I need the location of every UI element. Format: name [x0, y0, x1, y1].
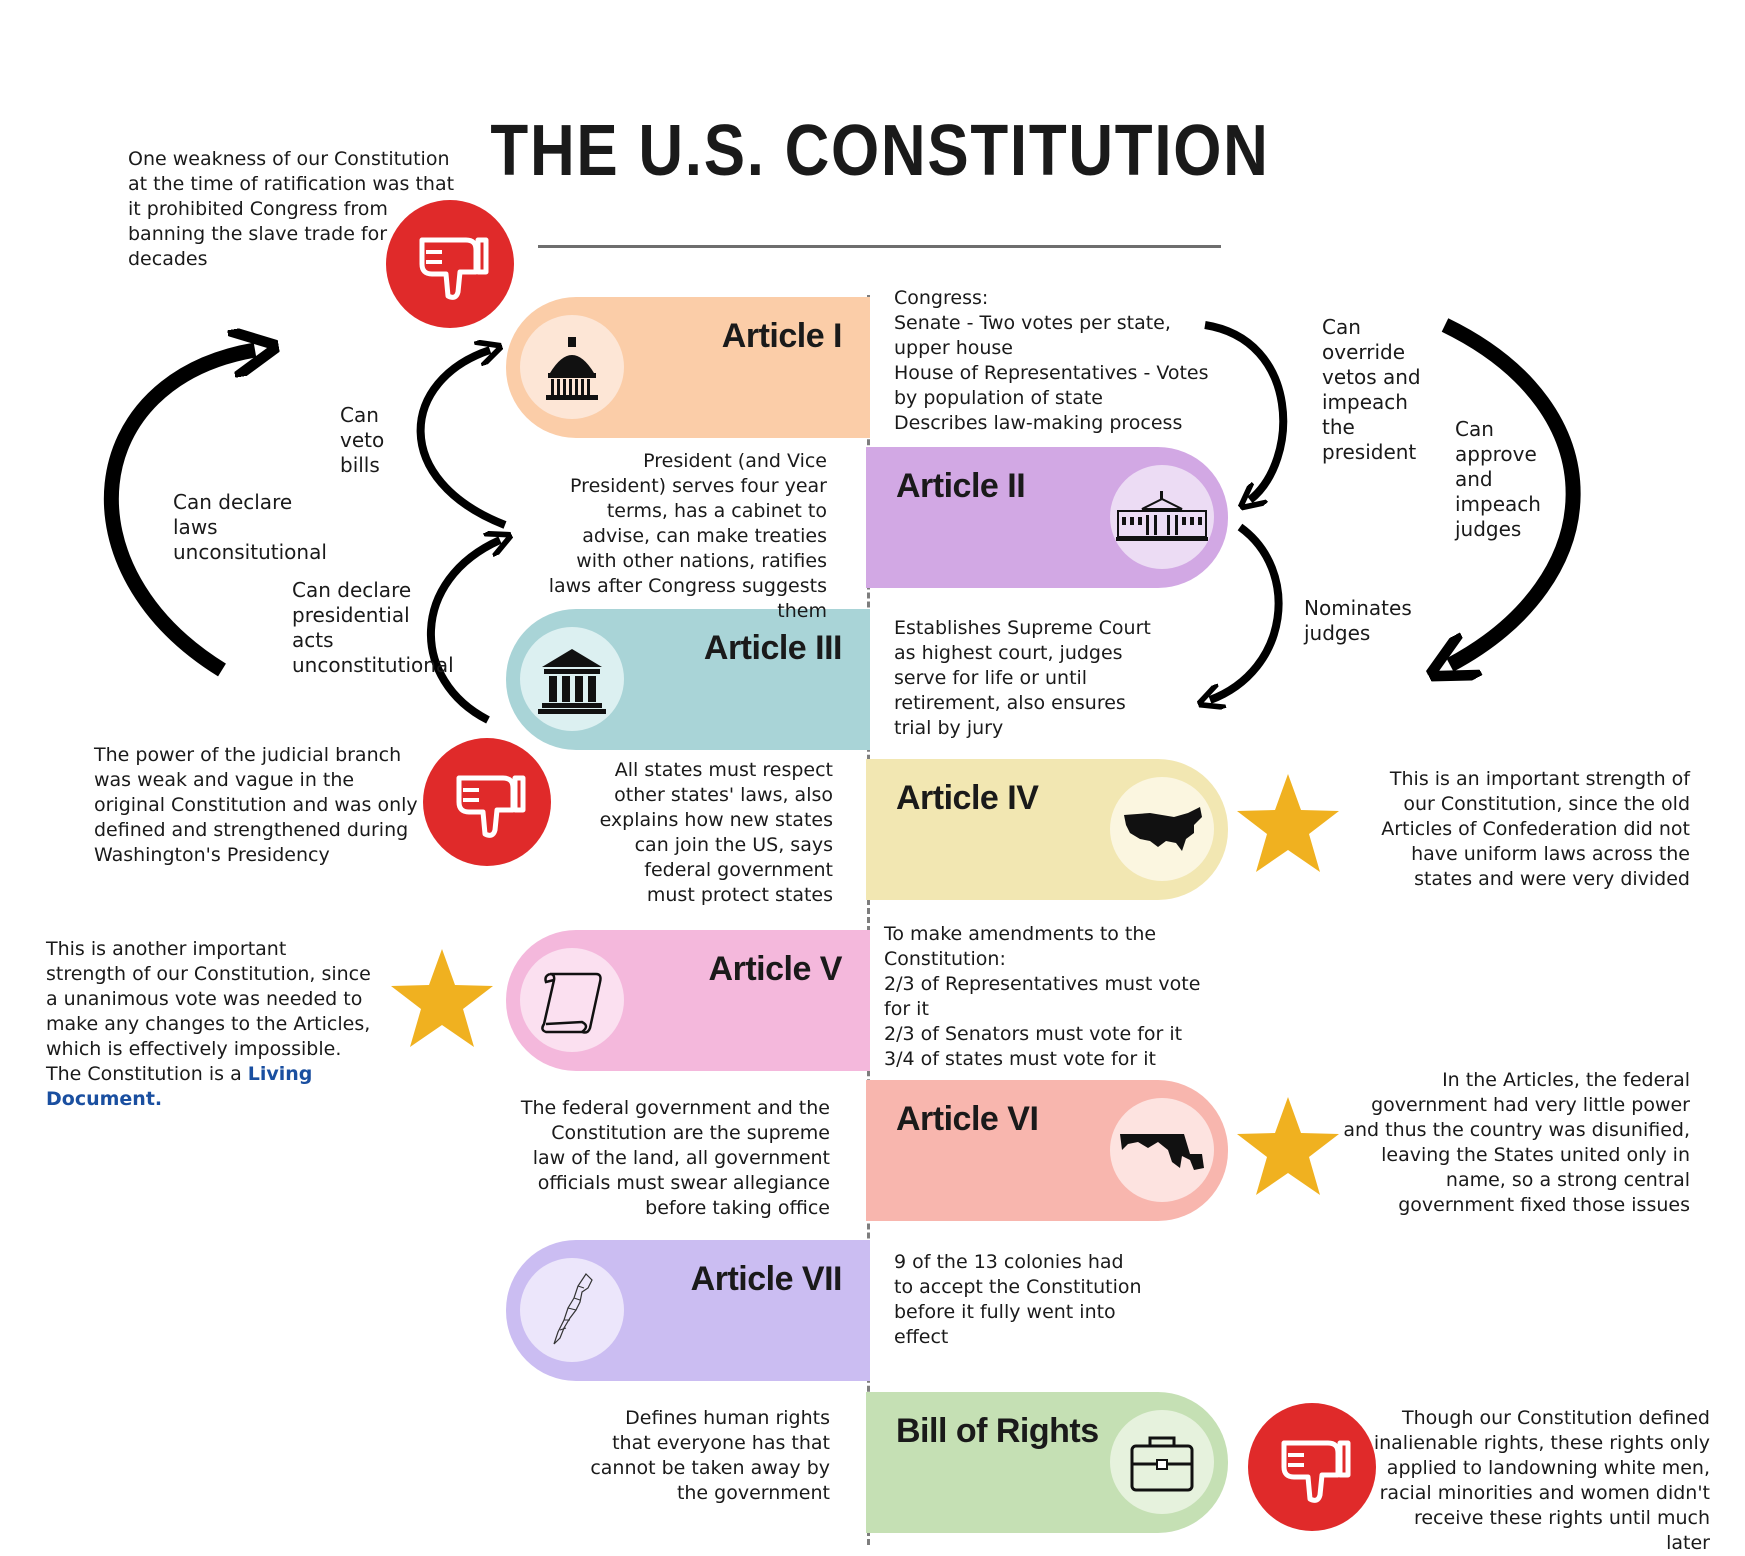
- article-2-description: President (and Vice President) serves fo…: [548, 450, 827, 622]
- bill-of-rights-name: Bill of Rights: [896, 1412, 1099, 1450]
- arrow-veto-bills: [416, 350, 507, 529]
- article-1-name: Article I: [721, 317, 843, 355]
- article-3-pill: Article III: [506, 609, 870, 750]
- label-declare-laws: Can declare laws unconsitutional: [173, 490, 327, 564]
- note-weakness-judicial: The power of the judicial branch was wea…: [94, 744, 418, 866]
- article-4-description: All states must respect other states' la…: [599, 759, 833, 906]
- article-4-name: Article IV: [896, 779, 1039, 817]
- white-house-icon: [1110, 465, 1214, 569]
- article-2-pill: Article II: [866, 447, 1228, 588]
- note-strength-uniform-laws: This is an important strength of our Con…: [1381, 768, 1690, 890]
- label-override-impeach: Can override vetos and impeach the presi…: [1322, 315, 1421, 464]
- star-icon: [1237, 1097, 1339, 1195]
- article-5-name: Article V: [708, 950, 843, 988]
- page-title: THE U.S. CONSTITUTION: [490, 111, 1270, 191]
- living-document-link[interactable]: Living Document.: [46, 1063, 313, 1110]
- article-6-pill: Article VI: [866, 1080, 1228, 1221]
- article-7-name: Article VII: [690, 1260, 843, 1298]
- usa-map-icon: [1110, 777, 1214, 881]
- article-3-description: Establishes Supreme Court as highest cou…: [894, 617, 1151, 739]
- bill-of-rights-description: Defines human rights that everyone has t…: [590, 1407, 830, 1504]
- note-weakness-rights: Though our Constitution defined inaliena…: [1373, 1407, 1710, 1554]
- thumbs-down-icon: [423, 738, 551, 866]
- article-7-description: 9 of the 13 colonies had to accept the C…: [894, 1251, 1142, 1348]
- thumbs-down-icon: [1248, 1403, 1376, 1531]
- title-divider: [538, 245, 1221, 248]
- center-timeline: [867, 295, 870, 1545]
- article-1-pill: Article I: [506, 297, 870, 438]
- note-strength-amendments: This is another important strength of ou…: [46, 937, 371, 1112]
- note-strength-amendments-text: This is another important strength of ou…: [46, 938, 371, 1085]
- article-6-name: Article VI: [896, 1100, 1039, 1138]
- arrow-declare-laws: [103, 350, 255, 677]
- arrow-declare-presidential: [426, 540, 500, 724]
- article-1-description: Congress: Senate - Two votes per state, …: [894, 287, 1209, 434]
- note-strength-central-gov: In the Articles, the federal government …: [1343, 1069, 1690, 1216]
- article-7-pill: Article VII: [506, 1240, 870, 1381]
- article-2-name: Article II: [896, 467, 1026, 505]
- star-icon: [391, 949, 493, 1047]
- bill-of-rights-pill: Bill of Rights: [866, 1392, 1228, 1533]
- star-icon: [1237, 774, 1339, 872]
- article-6-description: The federal government and the Constitut…: [520, 1097, 830, 1219]
- colonies-map-icon: [520, 1258, 624, 1362]
- arrow-approve-judges: [1445, 318, 1581, 665]
- arrow-override-impeach: [1204, 321, 1288, 500]
- label-nominates-judges: Nominates judges: [1304, 596, 1412, 645]
- thumbs-down-icon: [386, 200, 514, 328]
- article-4-pill: Article IV: [866, 759, 1228, 900]
- article-5-description: To make amendments to the Constitution: …: [884, 923, 1201, 1070]
- state-map-icon: [1110, 1098, 1214, 1202]
- label-approve-judges: Can approve and impeach judges: [1455, 417, 1541, 541]
- label-veto-bills: Can veto bills: [340, 403, 385, 477]
- article-5-pill: Article V: [506, 930, 870, 1071]
- arrow-nominates-judges: [1210, 523, 1283, 700]
- article-3-name: Article III: [703, 629, 843, 667]
- courthouse-icon: [520, 627, 624, 731]
- label-declare-presidential: Can declare presidential acts unconstitu…: [292, 578, 454, 677]
- note-weakness-slave-trade: One weakness of our Constitution at the …: [128, 148, 455, 270]
- scroll-icon: [520, 948, 624, 1052]
- briefcase-icon: [1110, 1410, 1214, 1514]
- capitol-icon: [520, 315, 624, 419]
